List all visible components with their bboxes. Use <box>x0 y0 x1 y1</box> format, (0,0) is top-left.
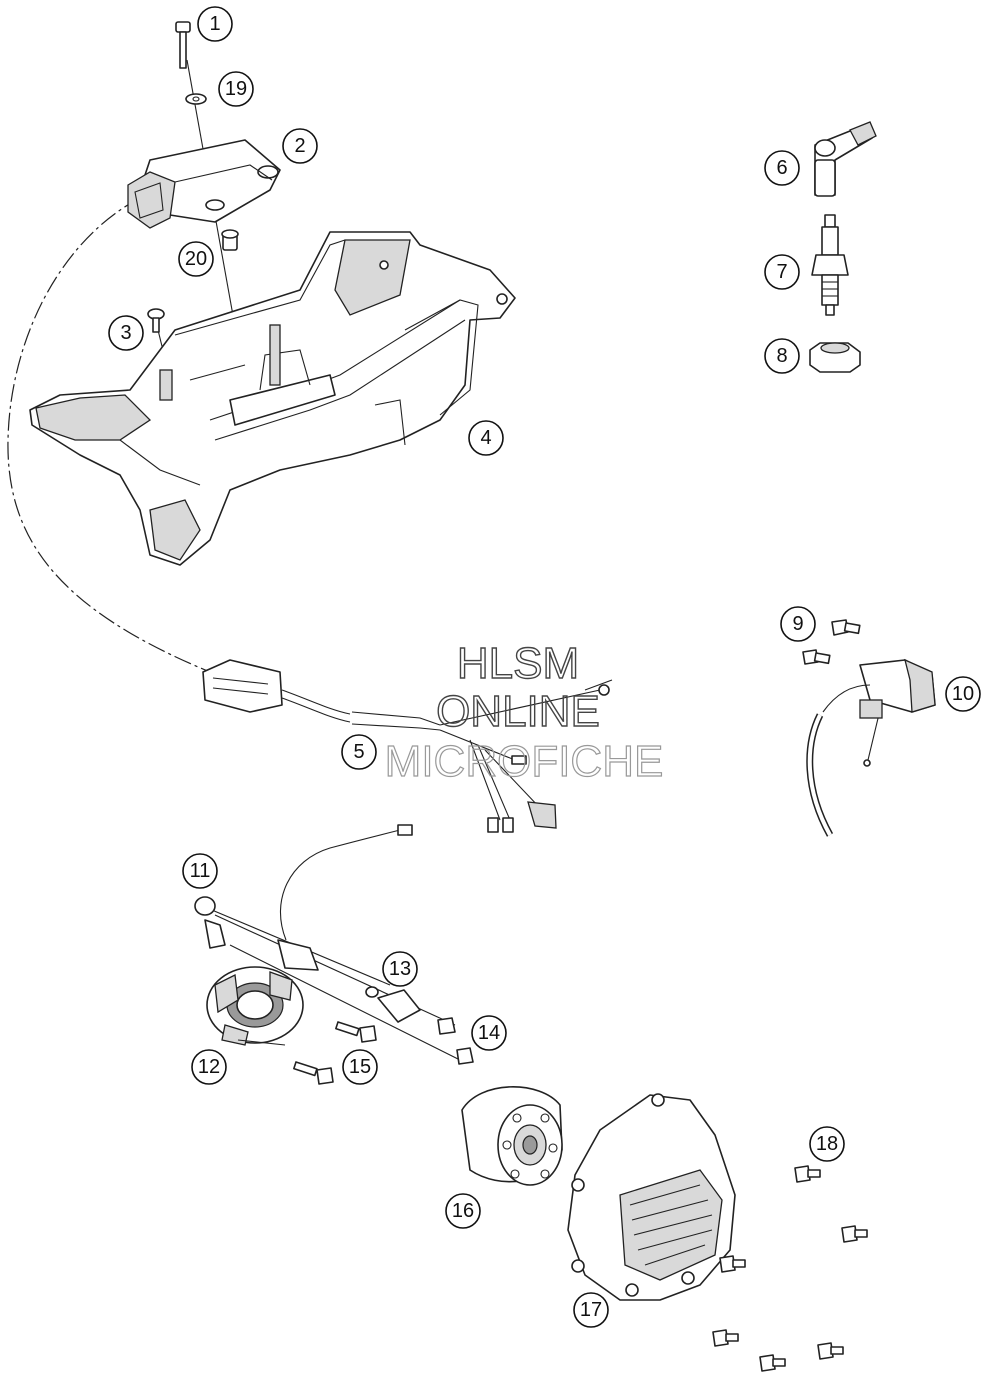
callout-10: 10 <box>945 676 981 712</box>
callout-17: 17 <box>573 1292 609 1328</box>
svg-text:16: 16 <box>452 1200 474 1222</box>
svg-text:11: 11 <box>190 860 211 882</box>
callout-19: 19 <box>218 71 254 107</box>
callout-8: 8 <box>764 338 800 374</box>
svg-text:15: 15 <box>349 1056 371 1078</box>
ignition-cover-part-17 <box>567 1093 736 1301</box>
callout-7: 7 <box>764 254 800 290</box>
cable-route-dashed-line <box>7 197 211 673</box>
watermark-line-1: HLSM <box>457 639 579 688</box>
svg-text:7: 7 <box>776 261 787 283</box>
svg-text:8: 8 <box>776 345 787 367</box>
svg-text:13: 13 <box>389 958 411 980</box>
crank-sensor-part-11 <box>194 824 413 971</box>
screw-part-3 <box>147 308 165 333</box>
svg-text:12: 12 <box>198 1056 220 1078</box>
svg-text:2: 2 <box>294 135 305 157</box>
callout-1: 1 <box>197 6 233 42</box>
screws-part-18 <box>712 1165 868 1372</box>
callout-6: 6 <box>764 150 800 186</box>
callout-5: 5 <box>341 734 377 770</box>
spark-plug-part-7 <box>811 214 849 316</box>
watermark: HLSM ONLINE MICROFICHE <box>384 638 664 786</box>
svg-text:10: 10 <box>952 683 974 705</box>
screw-part-1 <box>175 21 191 69</box>
washer-part-19 <box>185 93 207 105</box>
screws-part-15 <box>293 1021 377 1085</box>
callout-20: 20 <box>178 241 214 277</box>
svg-text:3: 3 <box>120 322 131 344</box>
callout-12: 12 <box>191 1049 227 1085</box>
callout-16: 16 <box>445 1193 481 1229</box>
svg-text:14: 14 <box>478 1022 500 1044</box>
screws-part-9 <box>802 619 861 665</box>
seal-part-8 <box>809 342 861 373</box>
svg-text:19: 19 <box>225 78 247 100</box>
callout-14: 14 <box>471 1015 507 1051</box>
stator-part-12 <box>206 966 304 1046</box>
callout-4: 4 <box>468 420 504 456</box>
callout-9: 9 <box>780 606 816 642</box>
callout-13: 13 <box>382 951 418 987</box>
callout-15: 15 <box>342 1049 378 1085</box>
svg-text:4: 4 <box>480 427 491 449</box>
ignition-coil-part-10 <box>806 658 936 837</box>
watermark-line-2: ONLINE <box>436 687 600 736</box>
callout-18: 18 <box>809 1126 845 1162</box>
svg-text:1: 1 <box>209 13 220 35</box>
svg-text:20: 20 <box>185 248 207 270</box>
callout-3: 3 <box>108 315 144 351</box>
clamp-part-13 <box>365 986 421 1023</box>
spark-plug-cap-part-6 <box>814 121 877 197</box>
svg-text:17: 17 <box>580 1299 602 1321</box>
grommet-part-20 <box>221 229 239 251</box>
screws-part-14 <box>437 1017 474 1065</box>
wiring-harness-part-5 <box>202 659 613 833</box>
watermark-line-3: MICROFICHE <box>385 737 664 786</box>
ecu-part-2 <box>127 139 281 229</box>
svg-text:18: 18 <box>816 1133 838 1155</box>
callouts: 1 19 2 20 3 4 5 6 7 8 9 10 11 13 14 12 1… <box>108 6 981 1328</box>
electronics-holder-part-4 <box>29 231 516 566</box>
callout-2: 2 <box>282 128 318 164</box>
callout-11: 11 <box>182 853 218 889</box>
svg-text:9: 9 <box>792 613 803 635</box>
svg-text:6: 6 <box>776 157 787 179</box>
rotor-part-16 <box>461 1086 563 1186</box>
svg-text:5: 5 <box>353 741 364 763</box>
